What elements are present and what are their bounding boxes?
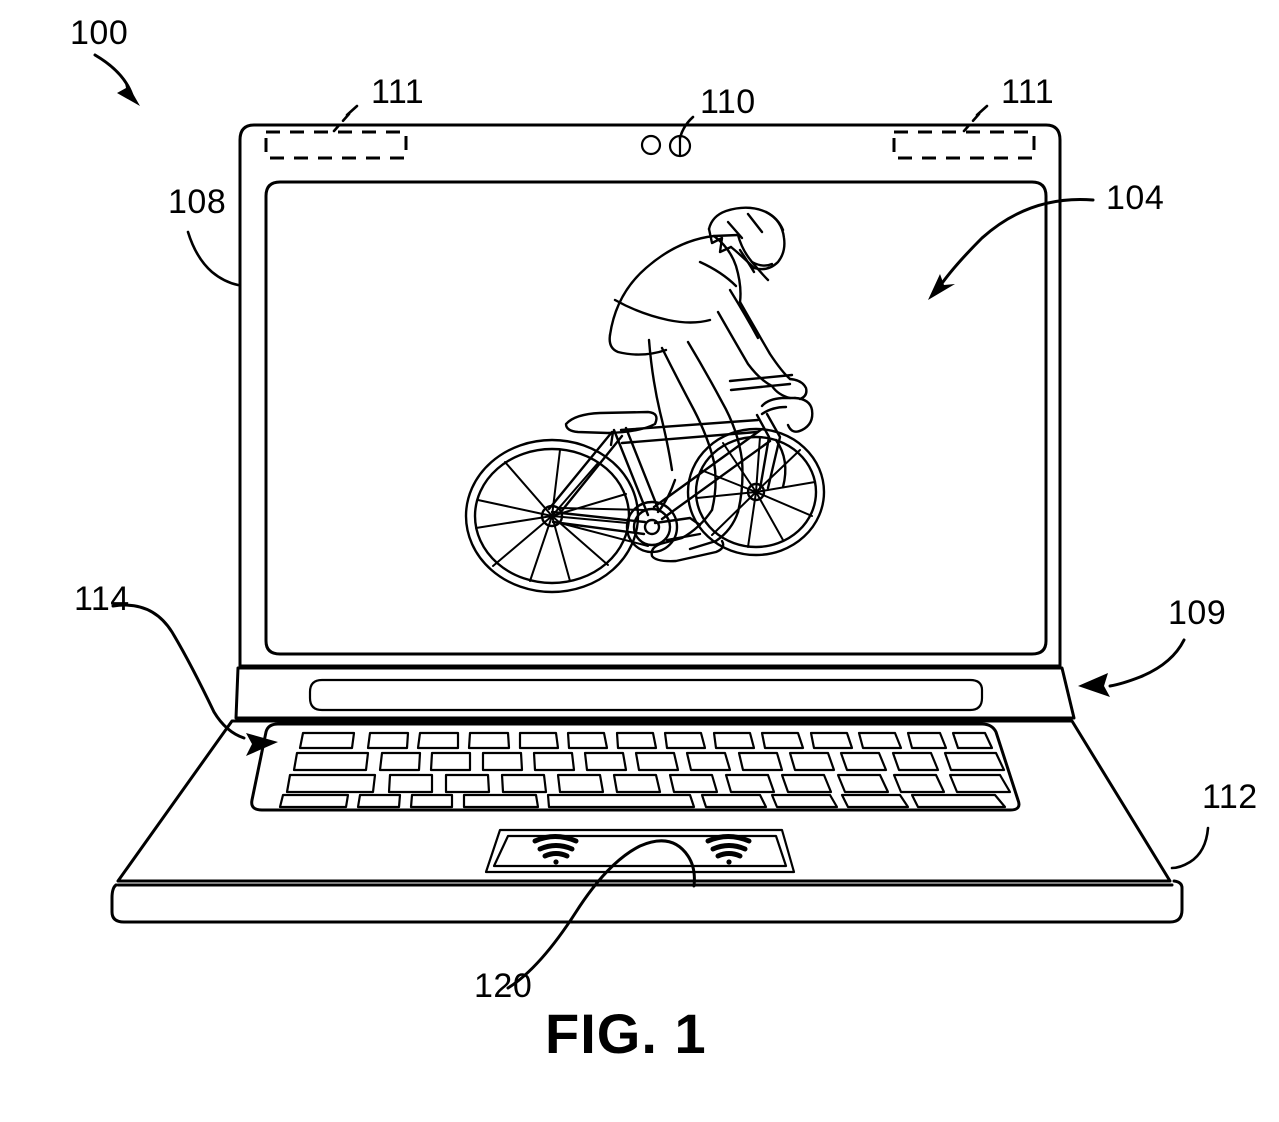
- leader-110: [678, 115, 695, 140]
- ref-108: 108: [168, 183, 226, 221]
- leader-100: [93, 53, 140, 106]
- ref-110: 110: [700, 83, 756, 121]
- ref-104: 104: [1106, 179, 1164, 217]
- keyboard-keys[interactable]: [250, 722, 1021, 812]
- leader-109: [1078, 638, 1186, 697]
- rear-wheel-spokes: [475, 449, 629, 582]
- leader-104: [928, 198, 1095, 300]
- ref-100: 100: [70, 14, 128, 52]
- leader-112: [1170, 826, 1210, 870]
- trackpad[interactable]: [484, 828, 796, 874]
- camera: [640, 134, 692, 158]
- leader-111-right: [962, 104, 989, 133]
- ref-111-right: 111: [1001, 73, 1054, 111]
- ref-109: 109: [1168, 594, 1226, 632]
- speaker-grille-bar: [234, 666, 1076, 720]
- leader-120: [506, 839, 696, 990]
- antenna-region-right: [892, 130, 1036, 160]
- camera-indicator: [640, 134, 662, 156]
- antenna-region-left: [264, 130, 408, 160]
- figure-caption: FIG. 1: [545, 1002, 707, 1065]
- front-wheel-spokes: [696, 436, 816, 548]
- ref-114: 114: [74, 580, 130, 618]
- display-screen[interactable]: [264, 180, 1048, 656]
- lid-housing: [238, 123, 1062, 668]
- wifi-icon-left: [532, 834, 579, 865]
- ref-120: 120: [474, 967, 532, 1005]
- ref-111-left: 111: [371, 73, 424, 111]
- leader-108: [186, 230, 240, 287]
- wifi-icon-right: [705, 834, 752, 865]
- base-housing: [110, 719, 1184, 924]
- leader-111-left: [332, 104, 359, 133]
- cyclist-line-art: [464, 206, 826, 594]
- leader-114: [111, 603, 278, 756]
- ref-112: 112: [1202, 778, 1258, 816]
